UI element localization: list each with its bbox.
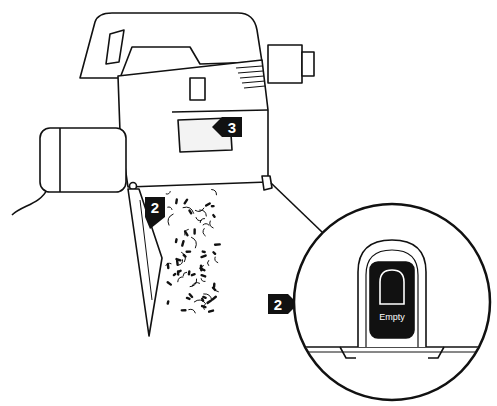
debris-bit (167, 301, 170, 303)
debris-bit (202, 275, 206, 276)
debris-bit (212, 190, 217, 195)
callout-number: 2 (268, 294, 288, 314)
debris-bit (168, 282, 171, 284)
debris-bit (203, 250, 205, 253)
vacuum-body (12, 13, 314, 336)
debris-bit (166, 192, 170, 195)
latch (262, 176, 272, 190)
debris-bit (175, 200, 178, 204)
callout-number: 3 (222, 117, 242, 137)
debris-bit (189, 211, 191, 214)
debris-bit (200, 210, 207, 216)
button-label: Empty (370, 310, 414, 324)
dust-cup-edge (172, 110, 268, 112)
debris-bit (176, 260, 179, 264)
debris-bit (196, 218, 201, 221)
debris-bit (167, 264, 170, 268)
nozzle-tip (302, 52, 314, 76)
debris-bit (210, 221, 213, 228)
debris-bit (190, 294, 192, 297)
debris-bit (203, 296, 205, 299)
debris-bit (209, 311, 213, 312)
debris-bit (192, 274, 195, 275)
power-cord (12, 188, 48, 215)
debris-bit (201, 279, 205, 282)
debris-bit (203, 229, 205, 236)
cup-edge-2 (290, 352, 495, 353)
debris-bit (201, 266, 204, 271)
button-surround (358, 240, 426, 347)
debris-bit (208, 301, 211, 303)
debris (166, 190, 220, 313)
button-recess (380, 270, 404, 304)
debris-bit (202, 306, 205, 307)
debris-bit (175, 239, 178, 242)
debris-bit (213, 252, 215, 254)
callout-number: 2 (145, 197, 165, 217)
debris-bit (182, 241, 183, 245)
debris-bit (187, 250, 190, 253)
debris-bit (185, 229, 189, 235)
debris-bit (182, 309, 186, 312)
zoom-circle (294, 204, 490, 400)
debris-bit (202, 256, 206, 258)
debris-bit (185, 231, 187, 235)
button-surround-inner (366, 250, 418, 347)
zoom-detail (290, 240, 495, 358)
debris-bit (190, 279, 197, 287)
debris-bit (188, 271, 191, 274)
debris-bit (166, 263, 171, 265)
debris-bit (168, 214, 173, 225)
debris-bit (187, 297, 190, 300)
release-button (190, 78, 205, 100)
motor-housing (40, 128, 126, 192)
debris-bit (206, 203, 210, 205)
pointer-2-left (145, 217, 165, 229)
debris-bit (203, 224, 209, 226)
debris-bit (174, 274, 175, 275)
housing-seam (59, 128, 61, 192)
debris-bit (182, 252, 186, 261)
debris-bit (214, 284, 219, 291)
vents (236, 66, 265, 88)
handle-grip (106, 30, 124, 64)
pointer-3 (212, 117, 222, 137)
debris-bit (189, 309, 196, 313)
main-body (118, 60, 268, 187)
debris-bit (191, 237, 196, 248)
clip-right (428, 347, 444, 358)
debris-bit (207, 260, 208, 265)
debris-bit (177, 271, 180, 274)
debris-bit (185, 200, 187, 204)
clip-left (340, 347, 356, 358)
debris-bit (215, 257, 218, 263)
debris-bit (193, 230, 195, 234)
empty-button (370, 262, 414, 338)
debris-bit (168, 207, 172, 210)
debris-bit (183, 272, 187, 275)
zoom-leader (271, 183, 322, 232)
debris-bit (212, 297, 215, 300)
callout-pointers (145, 117, 298, 314)
debris-bit (212, 205, 214, 208)
debris-bit (215, 243, 220, 246)
nozzle (268, 45, 302, 83)
debris-bit (200, 266, 203, 270)
debris-bit (183, 207, 194, 213)
debris-bit (202, 299, 203, 301)
debris-bit (213, 215, 214, 217)
debris-bit (178, 277, 183, 282)
